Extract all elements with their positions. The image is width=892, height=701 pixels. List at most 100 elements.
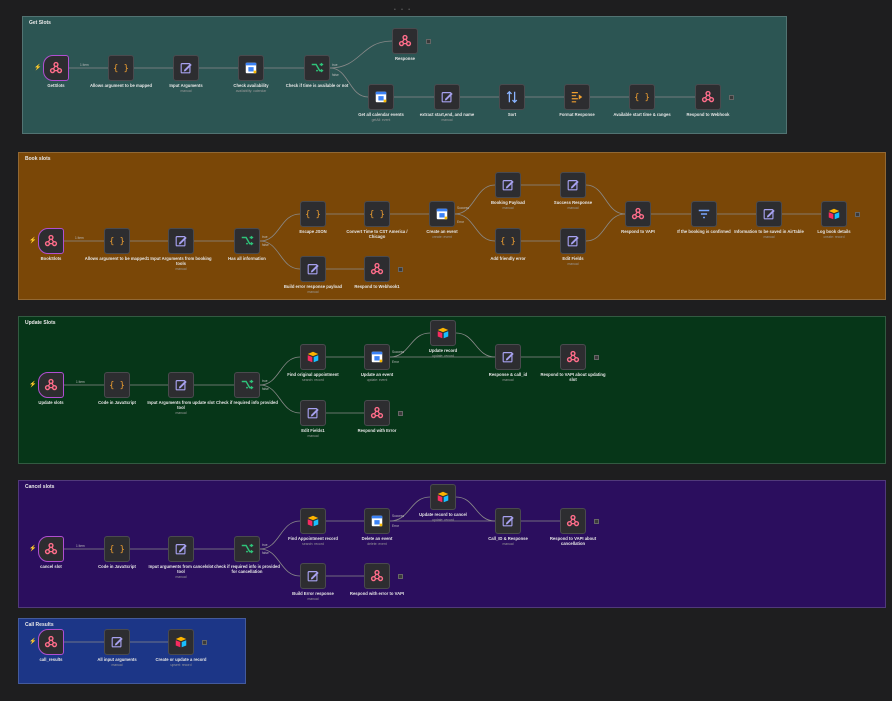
node-c7[interactable] (430, 484, 456, 510)
switch-icon (310, 61, 324, 75)
node-c10[interactable] (300, 563, 326, 589)
node-c6[interactable] (364, 508, 390, 534)
node-u8[interactable] (495, 344, 521, 370)
node-title: Update record to cancel (419, 512, 467, 517)
node-subtitle: update: record (432, 517, 454, 522)
node-r2[interactable] (104, 629, 130, 655)
node-c3[interactable] (168, 536, 194, 562)
add-node-plus-icon[interactable] (594, 354, 599, 360)
node-g7[interactable] (368, 84, 394, 110)
node-u11[interactable] (364, 400, 390, 426)
node-u6[interactable] (364, 344, 390, 370)
node-b12[interactable] (625, 201, 651, 227)
node-r1[interactable] (38, 629, 64, 655)
node-u7[interactable] (430, 320, 456, 346)
node-title: Build Error response (292, 591, 334, 596)
node-r3[interactable] (168, 629, 194, 655)
node-b14[interactable] (756, 201, 782, 227)
node-g4[interactable] (238, 55, 264, 81)
node-b5[interactable]: { } (300, 201, 326, 227)
node-b9[interactable] (560, 172, 586, 198)
add-node-plus-icon[interactable] (594, 518, 599, 524)
node-title: Find original appointment (287, 372, 339, 377)
node-c1[interactable] (38, 536, 64, 562)
group-update-slots[interactable]: Update Slots (18, 316, 886, 464)
node-g1[interactable] (43, 55, 69, 81)
node-u1[interactable] (38, 372, 64, 398)
edit-icon (110, 635, 124, 649)
code-icon: { } (635, 90, 649, 104)
node-title: Check if required info provided (216, 400, 278, 405)
node-c2[interactable]: { } (104, 536, 130, 562)
node-title: Get all calendar events (358, 112, 404, 117)
node-subtitle: manual (567, 261, 579, 266)
node-c4[interactable] (234, 536, 260, 562)
node-title: Allows argument to be mapped (89, 83, 153, 88)
webhook-icon (631, 207, 645, 221)
webhook-icon (49, 61, 63, 75)
node-u2[interactable]: { } (104, 372, 130, 398)
add-node-plus-icon[interactable] (729, 94, 734, 100)
node-label: Format Response (542, 112, 612, 118)
node-b2[interactable]: { } (104, 228, 130, 254)
node-b17[interactable] (364, 256, 390, 282)
node-g6[interactable] (392, 28, 418, 54)
add-node-plus-icon[interactable] (398, 266, 403, 272)
node-title: Sort (507, 112, 517, 117)
add-node-plus-icon[interactable] (398, 573, 403, 579)
node-label: Response (370, 56, 440, 62)
add-node-plus-icon[interactable] (398, 410, 403, 416)
node-title: Check if time is available or not (285, 83, 349, 88)
node-c8[interactable] (495, 508, 521, 534)
node-b11[interactable] (560, 228, 586, 254)
node-g9[interactable] (499, 84, 525, 110)
node-g8[interactable] (434, 84, 460, 110)
filter-icon (697, 207, 711, 221)
trigger-bolt-icon: ⚡ (29, 238, 37, 244)
node-g3[interactable] (173, 55, 199, 81)
node-g11[interactable]: { } (629, 84, 655, 110)
node-title: Respond to Webhook1 (354, 284, 400, 289)
add-node-plus-icon[interactable] (202, 639, 207, 645)
airtable-icon (306, 514, 320, 528)
node-title: Delete an event (361, 536, 393, 541)
code-icon: { } (501, 234, 515, 248)
node-g10[interactable] (564, 84, 590, 110)
node-g5[interactable] (304, 55, 330, 81)
node-u3[interactable] (168, 372, 194, 398)
node-b6[interactable]: { } (364, 201, 390, 227)
trigger-bolt-icon: ⚡ (29, 382, 37, 388)
node-u10[interactable] (300, 400, 326, 426)
node-u4[interactable] (234, 372, 260, 398)
node-b13[interactable] (691, 201, 717, 227)
add-node-plus-icon[interactable] (426, 38, 431, 44)
node-title: Update record (428, 348, 458, 353)
node-b10[interactable]: { } (495, 228, 521, 254)
node-b7[interactable] (429, 201, 455, 227)
node-title: Input Arguments (169, 83, 203, 88)
node-c5[interactable] (300, 508, 326, 534)
node-u5[interactable] (300, 344, 326, 370)
node-b1[interactable] (38, 228, 64, 254)
node-u9[interactable] (560, 344, 586, 370)
node-g12[interactable] (695, 84, 721, 110)
node-c9[interactable] (560, 508, 586, 534)
svg-text:{ }: { } (110, 545, 124, 555)
node-b15[interactable] (821, 201, 847, 227)
node-label: Respond to Webhook1 (342, 284, 412, 290)
node-label: Update slots (16, 400, 86, 406)
add-node-plus-icon[interactable] (855, 211, 860, 217)
node-b8[interactable] (495, 172, 521, 198)
node-c11[interactable] (364, 563, 390, 589)
node-b16[interactable] (300, 256, 326, 282)
node-b3[interactable] (168, 228, 194, 254)
code-icon: { } (370, 207, 384, 221)
node-b4[interactable] (234, 228, 260, 254)
edit-icon (566, 178, 580, 192)
switch-icon (240, 234, 254, 248)
node-g2[interactable]: { } (108, 55, 134, 81)
node-title: Success Response (553, 200, 593, 205)
